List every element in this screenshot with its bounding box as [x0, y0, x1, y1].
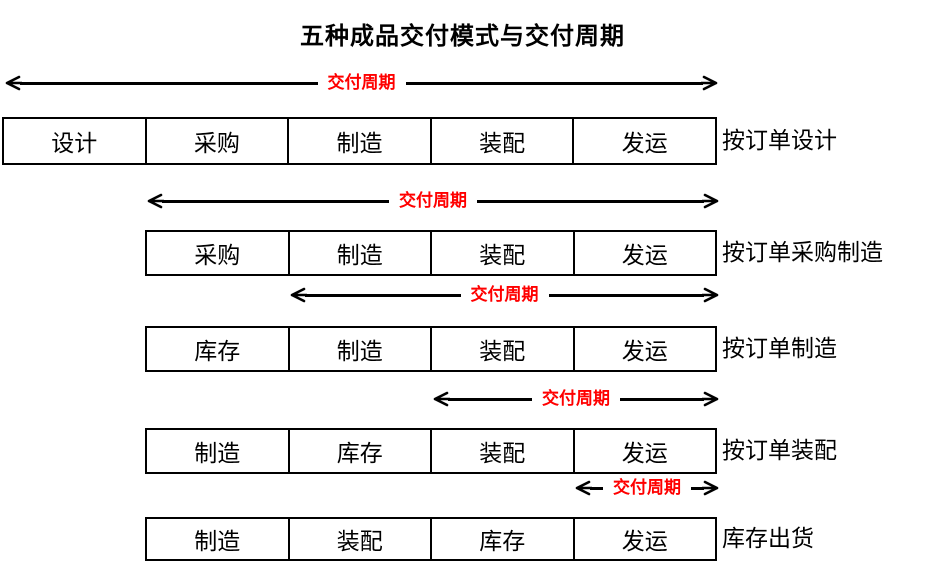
cycle-label: 交付周期	[399, 191, 467, 210]
arrowhead-left-icon	[147, 193, 164, 209]
process-cell: 装配	[432, 119, 575, 163]
process-cell: 装配	[290, 519, 432, 559]
arrowhead-right-icon	[701, 75, 718, 91]
arrow-shaft	[590, 486, 603, 490]
process-cell: 采购	[147, 119, 290, 163]
process-cell: 制造	[147, 519, 290, 559]
process-row-5: 制造 装配 库存 发运	[145, 517, 717, 561]
process-cell: 制造	[147, 430, 290, 472]
arrow-shaft	[405, 81, 703, 85]
process-cell: 采购	[147, 232, 290, 274]
arrowhead-right-icon	[702, 193, 719, 209]
arrow-shaft	[477, 199, 704, 203]
arrowhead-right-icon	[702, 287, 719, 303]
process-cell: 装配	[432, 232, 575, 274]
process-cell: 装配	[432, 328, 575, 370]
cycle-arrow-3: 交付周期	[289, 286, 720, 304]
process-cell: 制造	[290, 328, 432, 370]
cycle-label: 交付周期	[542, 389, 610, 408]
process-row-3: 库存 制造 装配 发运	[145, 326, 717, 372]
arrowhead-left-icon	[5, 75, 22, 91]
process-cell: 发运	[621, 243, 668, 268]
arrow-shaft	[20, 81, 318, 85]
process-row-4: 制造 库存 装配 发运	[145, 428, 717, 474]
process-cell: 制造	[289, 119, 432, 163]
cycle-arrow-1: 交付周期	[4, 74, 719, 92]
arrow-shaft	[305, 293, 461, 297]
process-cell: 发运	[621, 441, 668, 466]
process-cell: 发运	[621, 339, 668, 364]
process-cell: 发运	[621, 529, 668, 554]
row-label-5: 库存出货	[722, 526, 814, 551]
row-label-3: 按订单制造	[722, 336, 837, 361]
arrow-shaft	[620, 397, 704, 401]
process-cell: 发运	[621, 131, 668, 156]
arrowhead-right-icon	[702, 480, 719, 496]
arrowhead-left-icon	[575, 480, 592, 496]
process-cell: 库存	[147, 328, 290, 370]
arrow-shaft	[448, 397, 532, 401]
arrowhead-left-icon	[433, 391, 450, 407]
arrow-shaft	[162, 199, 389, 203]
process-cell: 库存	[432, 519, 575, 559]
diagram-title: 五种成品交付模式与交付周期	[300, 24, 625, 50]
cycle-arrow-2: 交付周期	[146, 192, 720, 210]
row-label-2: 按订单采购制造	[722, 240, 883, 265]
cycle-label: 交付周期	[327, 73, 396, 92]
arrow-shaft	[691, 486, 704, 490]
cycle-label: 交付周期	[613, 478, 681, 497]
row-label-4: 按订单装配	[722, 438, 837, 463]
process-cell: 制造	[290, 232, 432, 274]
process-row-2: 采购 制造 装配 发运	[145, 230, 717, 276]
cycle-label: 交付周期	[470, 285, 539, 304]
arrowhead-right-icon	[702, 391, 719, 407]
process-cell: 库存	[290, 430, 432, 472]
process-cell: 设计	[4, 119, 147, 163]
process-cell: 装配	[432, 430, 575, 472]
cycle-arrow-4: 交付周期	[432, 390, 720, 408]
arrowhead-left-icon	[290, 287, 307, 303]
process-row-1: 设计 采购 制造 装配 发运	[2, 117, 717, 165]
cycle-arrow-5: 交付周期	[574, 479, 720, 497]
row-label-1: 按订单设计	[722, 128, 837, 153]
arrow-shaft	[548, 293, 704, 297]
